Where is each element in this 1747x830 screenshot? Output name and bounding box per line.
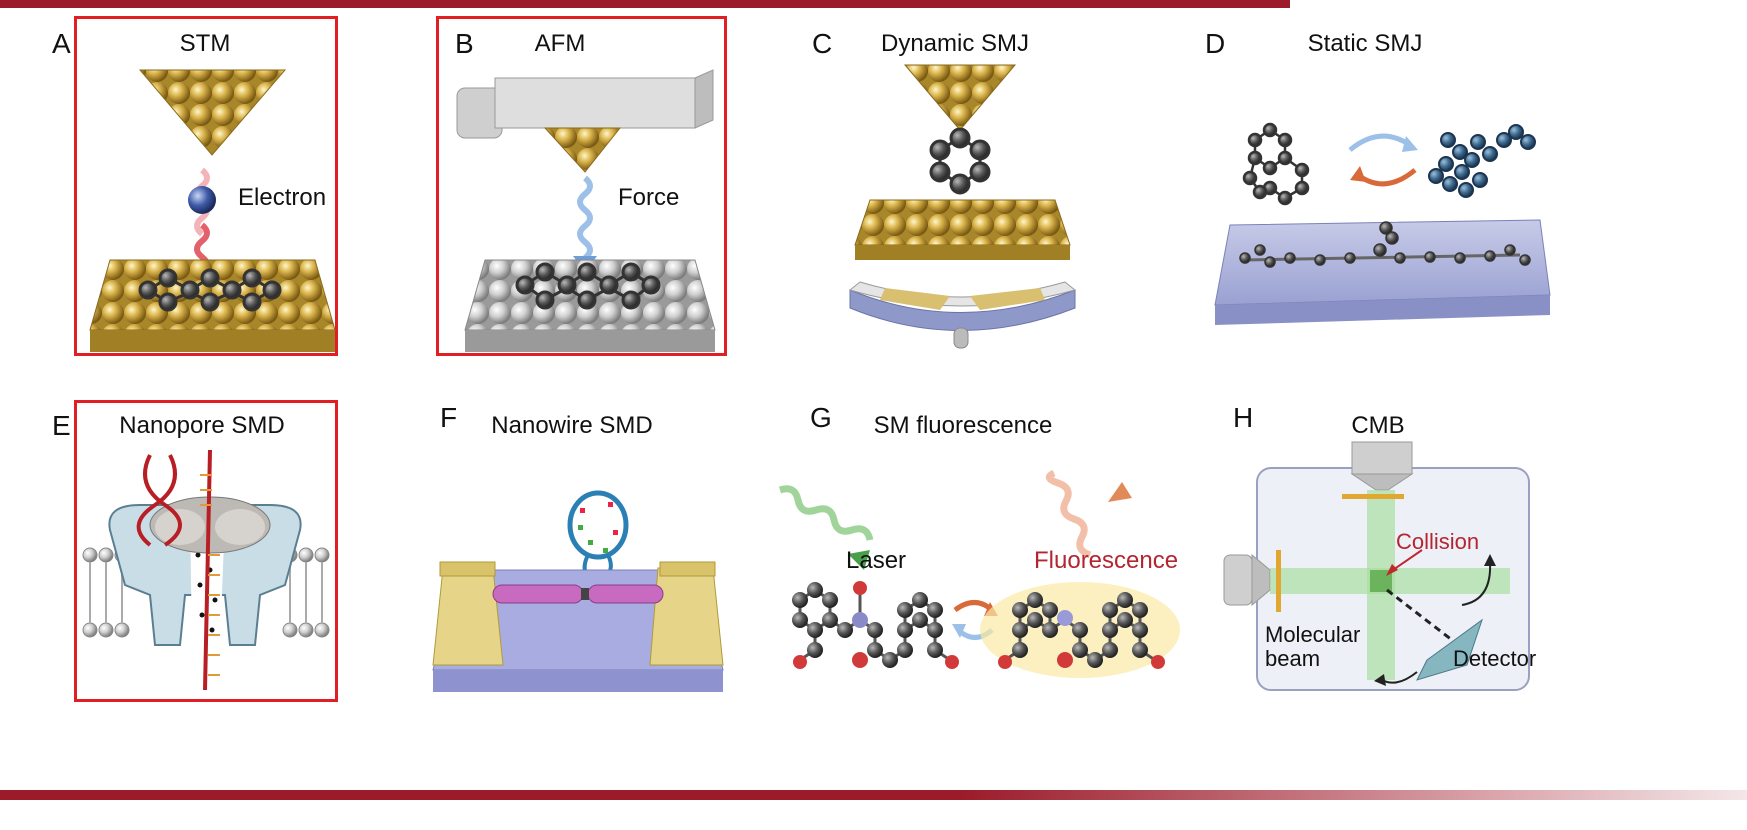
panel-letter: G [810, 402, 832, 433]
electron-label: Electron [238, 184, 327, 211]
panel-letter: E [52, 410, 71, 441]
panel-letter: B [455, 28, 474, 59]
panel-title: STM [179, 30, 231, 57]
fluorescence-label: Fluorescence [1034, 547, 1179, 574]
highlight-frame [74, 16, 338, 356]
force-label: Force [618, 184, 680, 211]
detector-label: Detector [1453, 646, 1537, 671]
collision-label: Collision [1396, 529, 1480, 554]
panel-letter: F [440, 402, 458, 433]
top-accent-bar [0, 0, 1290, 8]
electron-sphere [188, 186, 216, 214]
panel-title: Nanowire SMD [491, 412, 653, 439]
highlight-frame [74, 400, 338, 702]
molecular-label: Molecular [1265, 622, 1361, 647]
dynamic-smj-illustration [848, 64, 1077, 349]
panel-letter: D [1205, 28, 1226, 59]
panel-title: Dynamic SMJ [880, 30, 1030, 57]
cmb-illustration [1223, 441, 1530, 691]
fluorescence-illustration [778, 469, 1180, 678]
highlight-frame [436, 16, 727, 356]
panel-title: AFM [534, 30, 586, 57]
beam-label: beam [1265, 646, 1321, 671]
panel-title: CMB [1351, 412, 1405, 439]
bottom-accent-bar [0, 790, 1747, 800]
nanowire-illustration [432, 490, 724, 692]
panel-title: SM fluorescence [873, 412, 1053, 439]
panel-letter: C [812, 28, 833, 59]
panel-title: Nanopore SMD [119, 412, 285, 439]
nanopore-illustration [82, 449, 330, 691]
panel-title: Static SMJ [1307, 30, 1423, 57]
panel-letter: A [52, 28, 71, 59]
stm-illustration [89, 69, 336, 352]
laser-label: Laser [846, 547, 907, 574]
afm-illustration [456, 69, 716, 352]
panel-letter: H [1233, 402, 1254, 433]
static-smj-illustration [1214, 122, 1551, 325]
